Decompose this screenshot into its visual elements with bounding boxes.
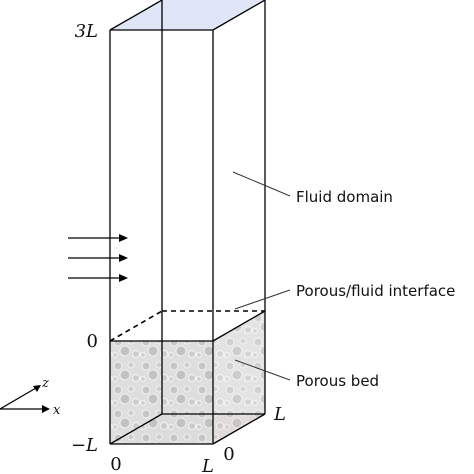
inflow-arrow [68, 254, 128, 262]
label-z-zero: 0 [223, 444, 234, 465]
annotation-fluid-domain: Fluid domain [296, 188, 393, 206]
axis-triad [0, 385, 50, 413]
x-axis-label: x [53, 403, 61, 418]
leader-lines [232, 171, 291, 381]
label-zero-level: 0 [87, 331, 98, 352]
label-x-zero: 0 [110, 454, 121, 474]
label-z-L: L [273, 404, 286, 425]
inflow-arrow [68, 274, 128, 282]
inflow-arrows [68, 234, 128, 282]
annotation-interface: Porous/fluid interface [296, 282, 455, 300]
inflow-arrow [68, 234, 128, 242]
annotation-porous-bed: Porous bed [296, 372, 379, 390]
interface-leader [234, 289, 291, 310]
z-axis-label: z [41, 376, 49, 391]
interface-dashed-edges [109, 310, 265, 342]
porous-bed-leader [234, 359, 291, 381]
label-x-L: L [201, 456, 214, 474]
label-top-level: 3L [75, 21, 98, 42]
label-bottom-level: −L [71, 435, 98, 456]
porous-bed-side [213, 311, 265, 444]
top-face [110, 0, 265, 30]
box-front-edges [109, 0, 266, 445]
fluid-domain-leader [232, 171, 291, 197]
